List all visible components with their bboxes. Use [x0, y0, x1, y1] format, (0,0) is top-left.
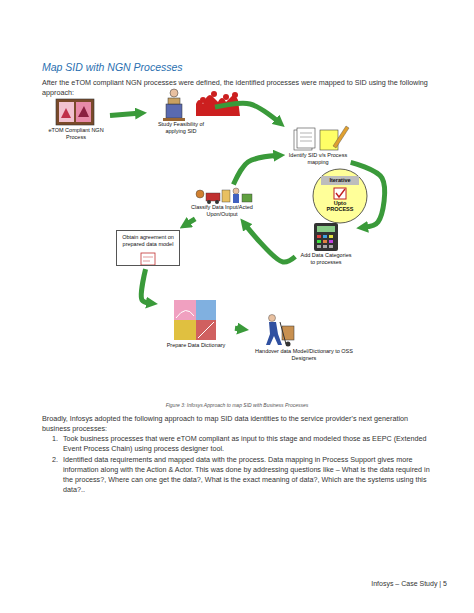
flow-arrow	[215, 103, 278, 121]
flow-arrow	[141, 269, 149, 303]
step-label: Identify SID v/s Process mapping	[288, 152, 348, 165]
documents-icon	[294, 126, 349, 150]
process-box: Obtain agreement on prepared data model	[116, 230, 180, 266]
process-step: Study Feasibility of applying SID	[150, 86, 212, 134]
process-step: Identify SID v/s Process mapping	[288, 127, 348, 165]
flow-arrow	[235, 326, 240, 332]
heading: Map SID with NGN Processes	[42, 61, 183, 73]
step-label: eTOM Compliant NGN Process	[45, 127, 107, 140]
step-label: Add Data Categories to processes	[298, 252, 354, 265]
list-item: Took business processes that were eTOM c…	[63, 434, 437, 454]
list-number: 1.	[52, 434, 62, 444]
flow-arrow	[246, 226, 295, 262]
device-icon	[314, 223, 338, 251]
list-number: 2.	[52, 455, 62, 465]
page-footer: Infosys – Case Study | 5	[290, 579, 447, 589]
figure-caption: Figure 3: Infosys Approach to map SID wi…	[0, 402, 474, 408]
paragraph: Broadly, Infosys adopted the following a…	[42, 414, 437, 434]
process-step: Classify Data Input/Acted Upon/Output	[185, 187, 259, 217]
flow-arrow	[110, 113, 138, 115]
collage-icon	[174, 300, 216, 340]
step-label: Obtain agreement on prepared data model	[120, 234, 176, 247]
list-item: Identified data requirements and mapped …	[63, 455, 437, 495]
circle-label: Upto PROCESS	[323, 200, 357, 213]
handtruck-icon	[266, 315, 294, 347]
step-label: Handover data Model/Dictionary to OSS De…	[252, 348, 356, 361]
circle-outline	[312, 168, 368, 224]
paragraph: After the eTOM compliant NGN processes w…	[42, 78, 437, 98]
process-step: eTOM Compliant NGN Process	[45, 96, 107, 140]
step-label: Study Feasibility of applying SID	[150, 121, 212, 134]
flow-arrow	[187, 219, 195, 224]
process-step: Handover data Model/Dictionary to OSS De…	[252, 313, 356, 361]
step-label: Prepare Data Dictionary	[160, 342, 232, 349]
process-step: Prepare Data Dictionary	[160, 298, 232, 349]
step-label: Classify Data Input/Acted Upon/Output	[185, 204, 259, 217]
iteration-circle: IterativeUpto PROCESS	[312, 168, 368, 224]
flow-arrow	[233, 156, 276, 185]
book-icon	[56, 99, 94, 125]
band-label: Iterative	[320, 177, 360, 184]
classify-icons	[196, 188, 252, 204]
process-step: Add Data Categories to processes	[298, 221, 354, 265]
agreement-icon	[141, 253, 155, 265]
